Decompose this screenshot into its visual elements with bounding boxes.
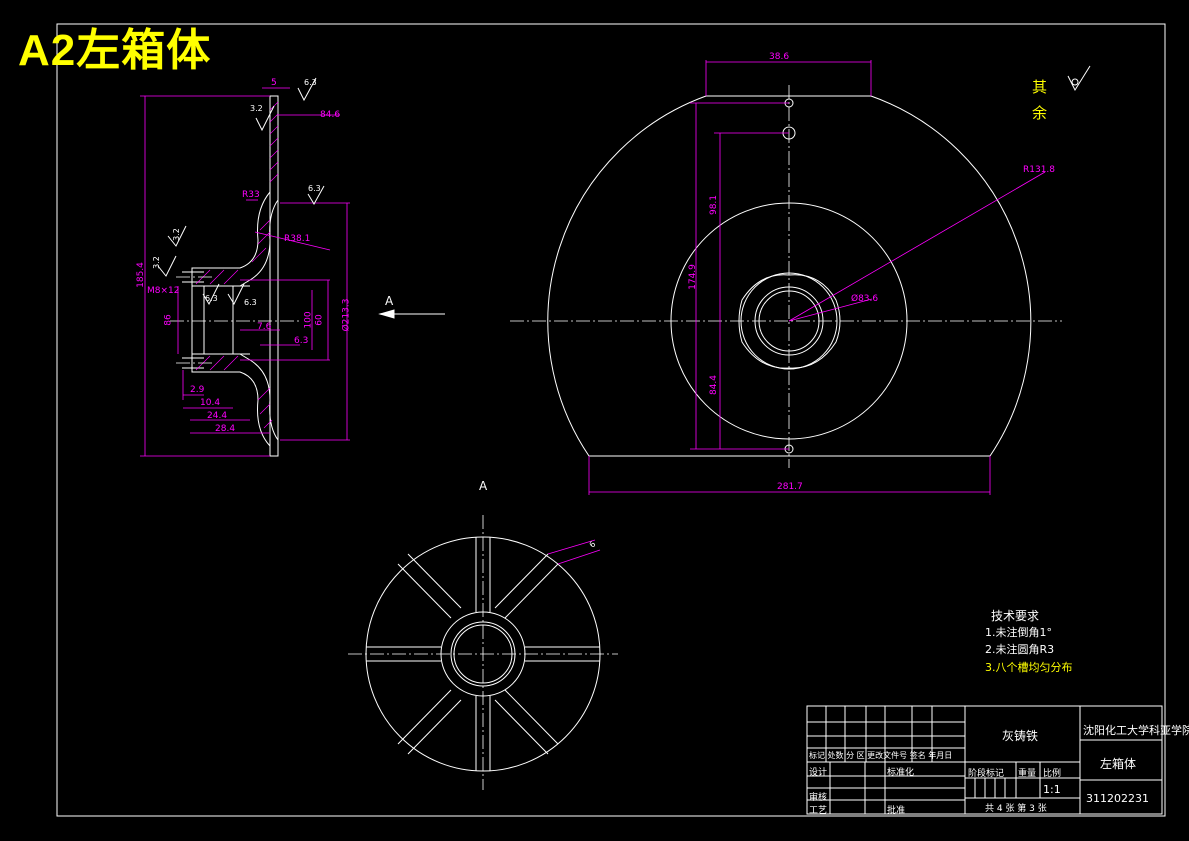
section-arrow-label: A: [385, 294, 394, 308]
tb-review: 审核: [809, 793, 828, 803]
front-dimensions: [588, 60, 1046, 495]
dim-side-d1: 86: [163, 314, 174, 326]
tb-approve: 批准: [887, 806, 906, 816]
rough-g: 3.2: [151, 256, 161, 269]
remaining-roughness-line1: 其: [1032, 78, 1048, 96]
dim-radius-large: R131.8: [1023, 165, 1056, 175]
dim-v-upper: 98.1: [709, 194, 720, 216]
tb-ratio: 比例: [1043, 769, 1062, 779]
tech-item-3: 3.八个槽均匀分布: [985, 661, 1073, 674]
dim-dia-inner: Ø83.6: [851, 294, 879, 304]
dim-side-a: 84.6: [320, 110, 341, 120]
tb-process: 工艺: [809, 806, 828, 816]
dim-bottom-width: 281.7: [777, 482, 803, 492]
tb-part-name: 左箱体: [1100, 757, 1137, 771]
rough-d: 6.3: [205, 294, 218, 303]
side-centerlines: [170, 276, 300, 364]
dim-side-l1: 2.9: [190, 385, 205, 395]
dim-side-thread: M8×12: [147, 286, 180, 296]
dim-side-total: 185.4: [135, 262, 146, 288]
view-a-rib-dim: [547, 539, 601, 565]
dim-top-width: 38.6: [769, 52, 790, 62]
title-block: [806, 705, 1163, 815]
dim-side-dia: Ø213.3: [341, 298, 352, 332]
view-a-centerlines: [348, 515, 618, 790]
front-centerlines: [510, 85, 1062, 468]
tech-item-2: 2.未注圆角R3: [985, 643, 1055, 656]
dim-v-total: 174.9: [687, 264, 698, 290]
tech-heading: 技术要求: [991, 609, 1040, 623]
tb-material: 灰铸铁: [1002, 729, 1039, 743]
remaining-roughness-line2: 余: [1032, 104, 1048, 122]
dim-side-l3: 24.4: [207, 411, 228, 421]
tb-weight: 重量: [1018, 769, 1037, 779]
tb-sheet-info: 共 4 张 第 3 张: [985, 804, 1047, 814]
view-a-label: A: [479, 479, 488, 493]
rough-f: 6.3: [244, 298, 257, 307]
tech-item-1: 1.未注倒角1°: [985, 626, 1052, 639]
rough-c: 6.3: [308, 184, 321, 193]
tb-header-row: 标记 处数 分 区 更改文件号 签名 年月日: [809, 751, 953, 760]
tb-school: 沈阳化工大学科亚学院: [1083, 724, 1189, 737]
dim-side-t2: 6.3: [294, 336, 309, 346]
dim-side-l4: 28.4: [215, 424, 236, 434]
dim-v-lower: 84.4: [709, 374, 720, 396]
section-arrow: [378, 309, 445, 319]
rough-a: 6.3: [304, 78, 317, 87]
rough-e: 3.2: [171, 228, 181, 241]
dim-side-d2: 100: [303, 311, 314, 329]
tb-design: 设计: [809, 768, 828, 778]
sheet-title: A2左箱体: [18, 26, 212, 75]
dim-side-l2: 10.4: [200, 398, 221, 408]
dim-side-r: R33: [242, 190, 260, 200]
tb-standardize: 标准化: [887, 768, 915, 778]
tb-stage-mark: 阶段标记: [968, 769, 1005, 779]
section-hatch: [195, 101, 279, 429]
dim-side-d3: 60: [314, 314, 325, 326]
tb-scale: 1:1: [1043, 783, 1061, 796]
tb-drawing-no: 311202231: [1086, 792, 1149, 805]
roughness-symbols: [157, 65, 1091, 306]
dim-side-r2: R38.1: [284, 234, 311, 244]
dim-side-t1: 7.6: [257, 322, 272, 332]
drawing-frame: [56, 23, 1166, 817]
side-section-view: [182, 95, 279, 457]
side-dimensions: [140, 87, 350, 457]
dim-side-top-thk: 5: [271, 78, 277, 88]
rough-b: 3.2: [250, 104, 263, 113]
